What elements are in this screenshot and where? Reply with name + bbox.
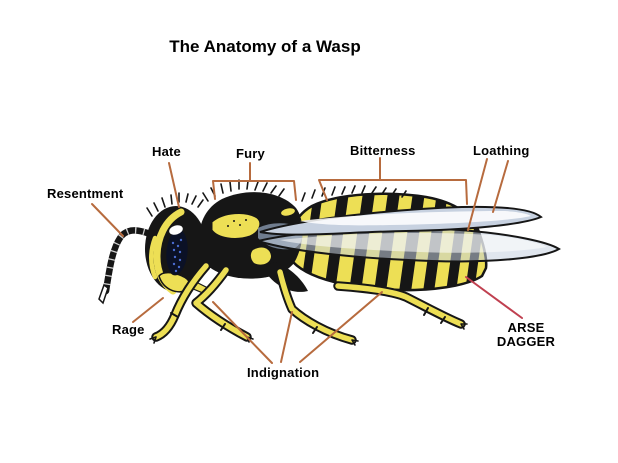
label-resentment: Resentment — [47, 186, 124, 201]
label-fury: Fury — [236, 146, 265, 161]
thorax — [199, 192, 308, 292]
leader-lines — [91, 157, 523, 364]
arse-dagger-leader-line — [465, 276, 523, 319]
wasp-body — [98, 179, 561, 346]
label-arse-line1: ARSE — [507, 320, 545, 335]
legs — [149, 261, 468, 346]
middle-leg — [277, 269, 355, 343]
eye-highlight — [169, 225, 183, 235]
hate-leader-line — [168, 162, 180, 208]
bitterness-bracket — [318, 157, 468, 205]
wings — [254, 205, 561, 263]
label-bitterness: Bitterness — [350, 143, 416, 158]
resentment-leader-line — [91, 203, 124, 237]
antenna — [98, 227, 164, 305]
leg-joints — [170, 307, 446, 334]
label-arse-line2: DAGGER — [496, 334, 556, 349]
label-rage: Rage — [112, 322, 145, 337]
label-loathing: Loathing — [473, 143, 530, 158]
antenna-tip — [98, 283, 109, 305]
loathing-leader-lines — [467, 158, 509, 231]
compound-eye — [165, 225, 189, 276]
thorax-yellow-patch — [211, 213, 261, 239]
rage-leader-line — [132, 297, 164, 323]
fury-bracket — [212, 162, 297, 201]
claws — [149, 323, 468, 346]
label-indignation: Indignation — [247, 365, 320, 380]
second-leg — [193, 267, 250, 340]
label-hate: Hate — [152, 144, 181, 159]
indignation-leader-lines — [212, 291, 383, 364]
diagram-title: The Anatomy of a Wasp — [169, 37, 361, 56]
body-fuzz — [146, 179, 407, 217]
head — [145, 206, 210, 295]
label-arse-dagger: ARSE DAGGER — [494, 321, 558, 349]
